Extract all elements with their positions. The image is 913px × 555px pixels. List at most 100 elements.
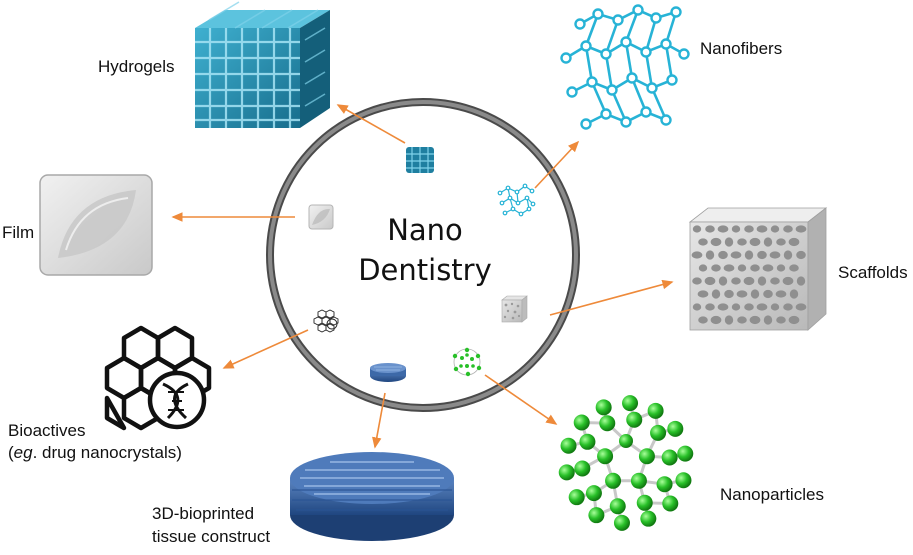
connector-arrows — [171, 104, 674, 449]
nanoparticle-atom — [638, 448, 655, 465]
mini-hydrogel-icon — [406, 147, 434, 173]
scaffold-pore — [718, 276, 728, 286]
scaffold-pore — [789, 289, 799, 299]
scaffold-pore — [731, 277, 741, 285]
nanoparticle-atom — [568, 489, 585, 506]
scaffold-pore — [775, 290, 787, 298]
scaffold-pore — [723, 264, 735, 272]
nanoparticle-atom — [636, 494, 653, 511]
center-ring — [266, 98, 580, 412]
label-scaffolds: Scaffolds — [838, 263, 908, 282]
scaffold-pore — [783, 303, 793, 311]
nanoparticle-atom — [626, 411, 643, 428]
nanoparticles-image — [558, 395, 694, 531]
scaffold-pore — [763, 315, 773, 325]
scaffold-pore — [749, 315, 761, 325]
mini-bioactive-icon — [313, 309, 339, 333]
label-film: Film — [2, 223, 35, 242]
arrow-nanofibers — [534, 140, 580, 189]
nanoparticle-atom — [650, 424, 667, 441]
scaffold-pore — [750, 289, 760, 299]
nanofibers-image — [560, 4, 690, 130]
mini-nanofiber-icon — [497, 183, 536, 217]
scaffold-pore — [718, 250, 728, 260]
scaffold-pore — [776, 316, 786, 324]
label-hydrogels: Hydrogels — [98, 57, 175, 76]
label-nanofibers: Nanofibers — [700, 39, 783, 58]
scaffold-pore — [710, 237, 722, 247]
nanoparticle-atom — [640, 510, 657, 527]
scaffold-pore — [776, 264, 786, 272]
scaffold-pore — [724, 315, 734, 325]
scaffold-pore — [776, 238, 786, 246]
nanoparticle-atom — [558, 464, 575, 481]
scaffold-pore — [763, 237, 773, 247]
scaffold-pore — [730, 251, 742, 259]
nanoparticle-atom — [667, 420, 684, 437]
scaffold-pore — [783, 225, 793, 233]
scaffold-pore — [783, 250, 793, 260]
scaffold-pore — [795, 303, 807, 311]
scaffold-pore — [737, 238, 747, 246]
nanoparticle-atom — [574, 460, 591, 477]
nanoparticle-atom — [622, 395, 639, 412]
scaffold-pore — [744, 303, 754, 311]
label-bioactives-eg: eg — [13, 443, 33, 462]
scaffold-pore — [762, 264, 774, 272]
hydrogels-image — [195, 1, 330, 128]
arrow-scaffolds — [549, 279, 674, 316]
scaffold-pore — [705, 303, 715, 311]
scaffold-pore — [710, 315, 722, 325]
scaffold-pore — [795, 225, 807, 233]
scaffold-pore — [704, 276, 716, 286]
scaffold-pore — [691, 251, 703, 259]
nanoparticle-atom — [656, 476, 673, 493]
scaffold-pore — [770, 225, 780, 233]
scaffold-pore — [756, 303, 768, 311]
nanoparticle-atom — [613, 514, 630, 531]
scaffold-pore — [717, 225, 729, 233]
mini-film-icon — [308, 204, 334, 230]
scaffold-pore — [789, 264, 799, 272]
label-bioactives-detail: (eg. drug nanocrystals) — [8, 443, 182, 462]
mini-nanoparticle-icon — [452, 347, 482, 377]
scaffold-pore — [692, 225, 702, 233]
scaffold-pore — [731, 225, 741, 233]
scaffold-pore — [697, 290, 709, 298]
scaffold-pore — [698, 238, 708, 246]
scaffold-pore — [737, 316, 747, 324]
scaffold-pore — [770, 303, 780, 311]
scaffold-pore — [698, 316, 708, 324]
scaffold-pore — [749, 237, 761, 247]
bioactives-image — [104, 325, 212, 431]
nanoparticle-atom — [647, 402, 664, 419]
scaffold-pore — [705, 225, 715, 233]
scaffold-pore — [731, 303, 741, 311]
mini-scaffold-icon — [501, 295, 528, 323]
label-bioprinted-line1: 3D-bioprinted — [152, 504, 255, 523]
scaffold-pore — [796, 250, 806, 260]
scaffold-pore — [769, 251, 781, 259]
scaffold-pore — [770, 277, 780, 285]
center-title-line2: Dentistry — [358, 253, 492, 287]
nanoparticle-atom — [619, 434, 633, 448]
scaffold-pore — [737, 264, 747, 272]
nanoparticle-atom — [605, 472, 622, 489]
mini-bioprint-icon — [370, 363, 406, 382]
film-image — [39, 174, 153, 276]
scaffold-pore — [717, 303, 729, 311]
scaffold-pore — [705, 250, 715, 260]
scaffolds-image — [688, 207, 828, 331]
arrow-bioprinted — [372, 392, 386, 449]
center-title-line1: Nano — [387, 213, 463, 247]
label-nanoparticles: Nanoparticles — [720, 485, 824, 504]
arrow-nanoparticles — [484, 374, 558, 425]
bioprinted-image — [290, 452, 454, 541]
nanoparticle-atom — [662, 495, 679, 512]
nanoparticle-atom — [630, 472, 647, 489]
scaffold-pore — [698, 264, 708, 272]
scaffold-pore — [788, 237, 800, 247]
scaffold-pore — [736, 290, 748, 298]
